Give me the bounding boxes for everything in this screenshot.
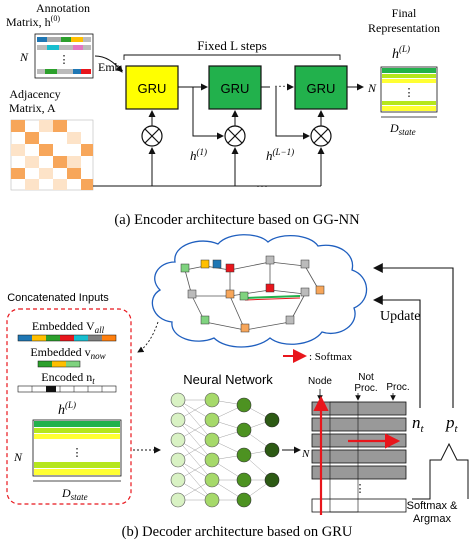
hl1-text: h <box>266 148 273 163</box>
fixed-steps-label: Fixed L steps <box>197 38 267 53</box>
final-h-label: h(L) <box>392 44 410 62</box>
adjacency-line1: Adjacency <box>9 87 60 101</box>
encoded-nt-sub: t <box>92 376 95 386</box>
encoded-nt-label: Encoded nt <box>41 370 95 386</box>
gru-label-3: GRU <box>307 81 336 96</box>
table-n-label: N <box>301 448 310 460</box>
embedded-now-label: Embedded vnow <box>30 345 105 361</box>
emb-label: Emb. <box>98 60 124 74</box>
annotation-sup: (0) <box>51 14 61 23</box>
concat-title: Concatenated Inputs <box>7 292 109 304</box>
annotation-matrix: ⋮ <box>34 33 94 79</box>
softmax-argmax-line1: Softmax & <box>407 500 458 512</box>
decoder-n-label: N <box>13 450 23 464</box>
annotation-label-line1: Annotation <box>36 1 90 15</box>
pt-label: pt <box>445 413 459 435</box>
table-ellipsis: ⋮ <box>355 483 366 495</box>
gru-label-2: GRU <box>221 81 250 96</box>
decoder-caption: (b) Decoder architecture based on GRU <box>122 524 353 540</box>
embedded-all-label: Embedded Vall <box>32 319 105 335</box>
adjacency-matrix <box>10 119 94 191</box>
cloud-to-inputs-connector <box>137 321 159 353</box>
decoder-hL-sup: (L) <box>65 400 76 410</box>
graph-cloud <box>151 234 368 348</box>
node-col-label: Node <box>308 376 332 387</box>
embedded-now-text: Embedded v <box>30 345 90 359</box>
network-graph <box>180 255 325 333</box>
annotation-label-text: Matrix, h <box>6 15 51 29</box>
pt-text: p <box>445 413 455 432</box>
softmax-argmax-line2: Argmax <box>413 513 451 525</box>
notproc-label-line2: Proc. <box>354 383 377 394</box>
hl1-sup: (L−1) <box>273 147 295 157</box>
encoded-nt-bar <box>17 385 117 393</box>
final-n-label: N <box>367 81 377 95</box>
gru-label-1: GRU <box>138 81 167 96</box>
nt-text: n <box>412 413 421 432</box>
h1-branch <box>192 87 224 140</box>
nt-update-arrow <box>372 295 421 408</box>
decoder-dstate-sub: state <box>71 492 88 502</box>
embedded-now-bar <box>37 360 81 368</box>
feed-ellipsis: ··· <box>256 179 268 193</box>
final-line1: Final <box>392 6 417 20</box>
update-label: Update <box>380 309 420 324</box>
final-dstate-text: D <box>389 121 399 135</box>
output-table: ⋮ <box>311 401 407 513</box>
multiply-circle-2 <box>224 125 246 147</box>
embedded-all-bar <box>17 334 117 342</box>
decoder-hL-label: h(L) <box>58 400 76 418</box>
decoder-hL-text: h <box>58 403 65 418</box>
pt-sub: t <box>455 423 459 435</box>
gru-box-1 <box>125 65 179 110</box>
adjacency-line2: Matrix, A <box>9 101 56 115</box>
concat-inputs-box <box>6 308 132 505</box>
pt-update-arrow <box>372 263 454 408</box>
h1-label: h(1) <box>190 147 207 163</box>
final-h-text: h <box>392 47 399 62</box>
encoder-caption: (a) Encoder architecture based on GG-NN <box>114 212 360 228</box>
nt-sub: t <box>421 423 425 435</box>
encoded-nt-text: Encoded n <box>41 370 92 384</box>
final-matrix-ellipsis: ⋮ <box>404 87 415 99</box>
emb-arrow <box>94 55 123 73</box>
proc-col-label: Proc. <box>386 382 409 393</box>
gru-box-3 <box>294 65 348 110</box>
decoder-dstate-text: D <box>61 486 71 500</box>
embedded-all-text: Embedded V <box>32 319 95 333</box>
final-dstate-label: Dstate <box>389 121 416 137</box>
h1-text: h <box>190 148 197 163</box>
annotation-n-label: N <box>19 50 29 64</box>
nt-label: nt <box>412 413 425 435</box>
multiply-circle-3 <box>310 125 332 147</box>
fixed-steps-bracket <box>123 54 341 60</box>
neural-network <box>170 392 280 508</box>
final-dstate-sub: state <box>399 127 416 137</box>
multiply-circle-1 <box>141 125 163 147</box>
hL-matrix-ellipsis: ⋮ <box>72 447 83 459</box>
hl1-branch <box>275 87 310 140</box>
nn-label: Neural Network <box>183 372 273 387</box>
softmax-legend-label: : Softmax <box>309 351 353 363</box>
final-line2: Representation <box>368 21 440 35</box>
embedded-all-sub: all <box>95 325 105 335</box>
notproc-label-line1: Not <box>358 372 374 383</box>
embedded-now-sub: now <box>91 351 106 361</box>
softmax-argmax-arrow <box>412 442 469 500</box>
hl1-label: h(L−1) <box>266 147 294 163</box>
annotation-ellipsis: ⋮ <box>59 54 70 66</box>
final-representation-matrix: ⋮ <box>380 66 438 113</box>
gru-ellipsis: ··· <box>274 79 286 93</box>
decoder-hL-matrix: ⋮ <box>32 419 122 477</box>
decoder-dstate-label: Dstate <box>61 486 88 502</box>
final-h-sup: (L) <box>399 44 410 54</box>
h1-sup: (1) <box>197 147 208 157</box>
annotation-label-line2: Matrix, h(0) <box>6 14 60 29</box>
